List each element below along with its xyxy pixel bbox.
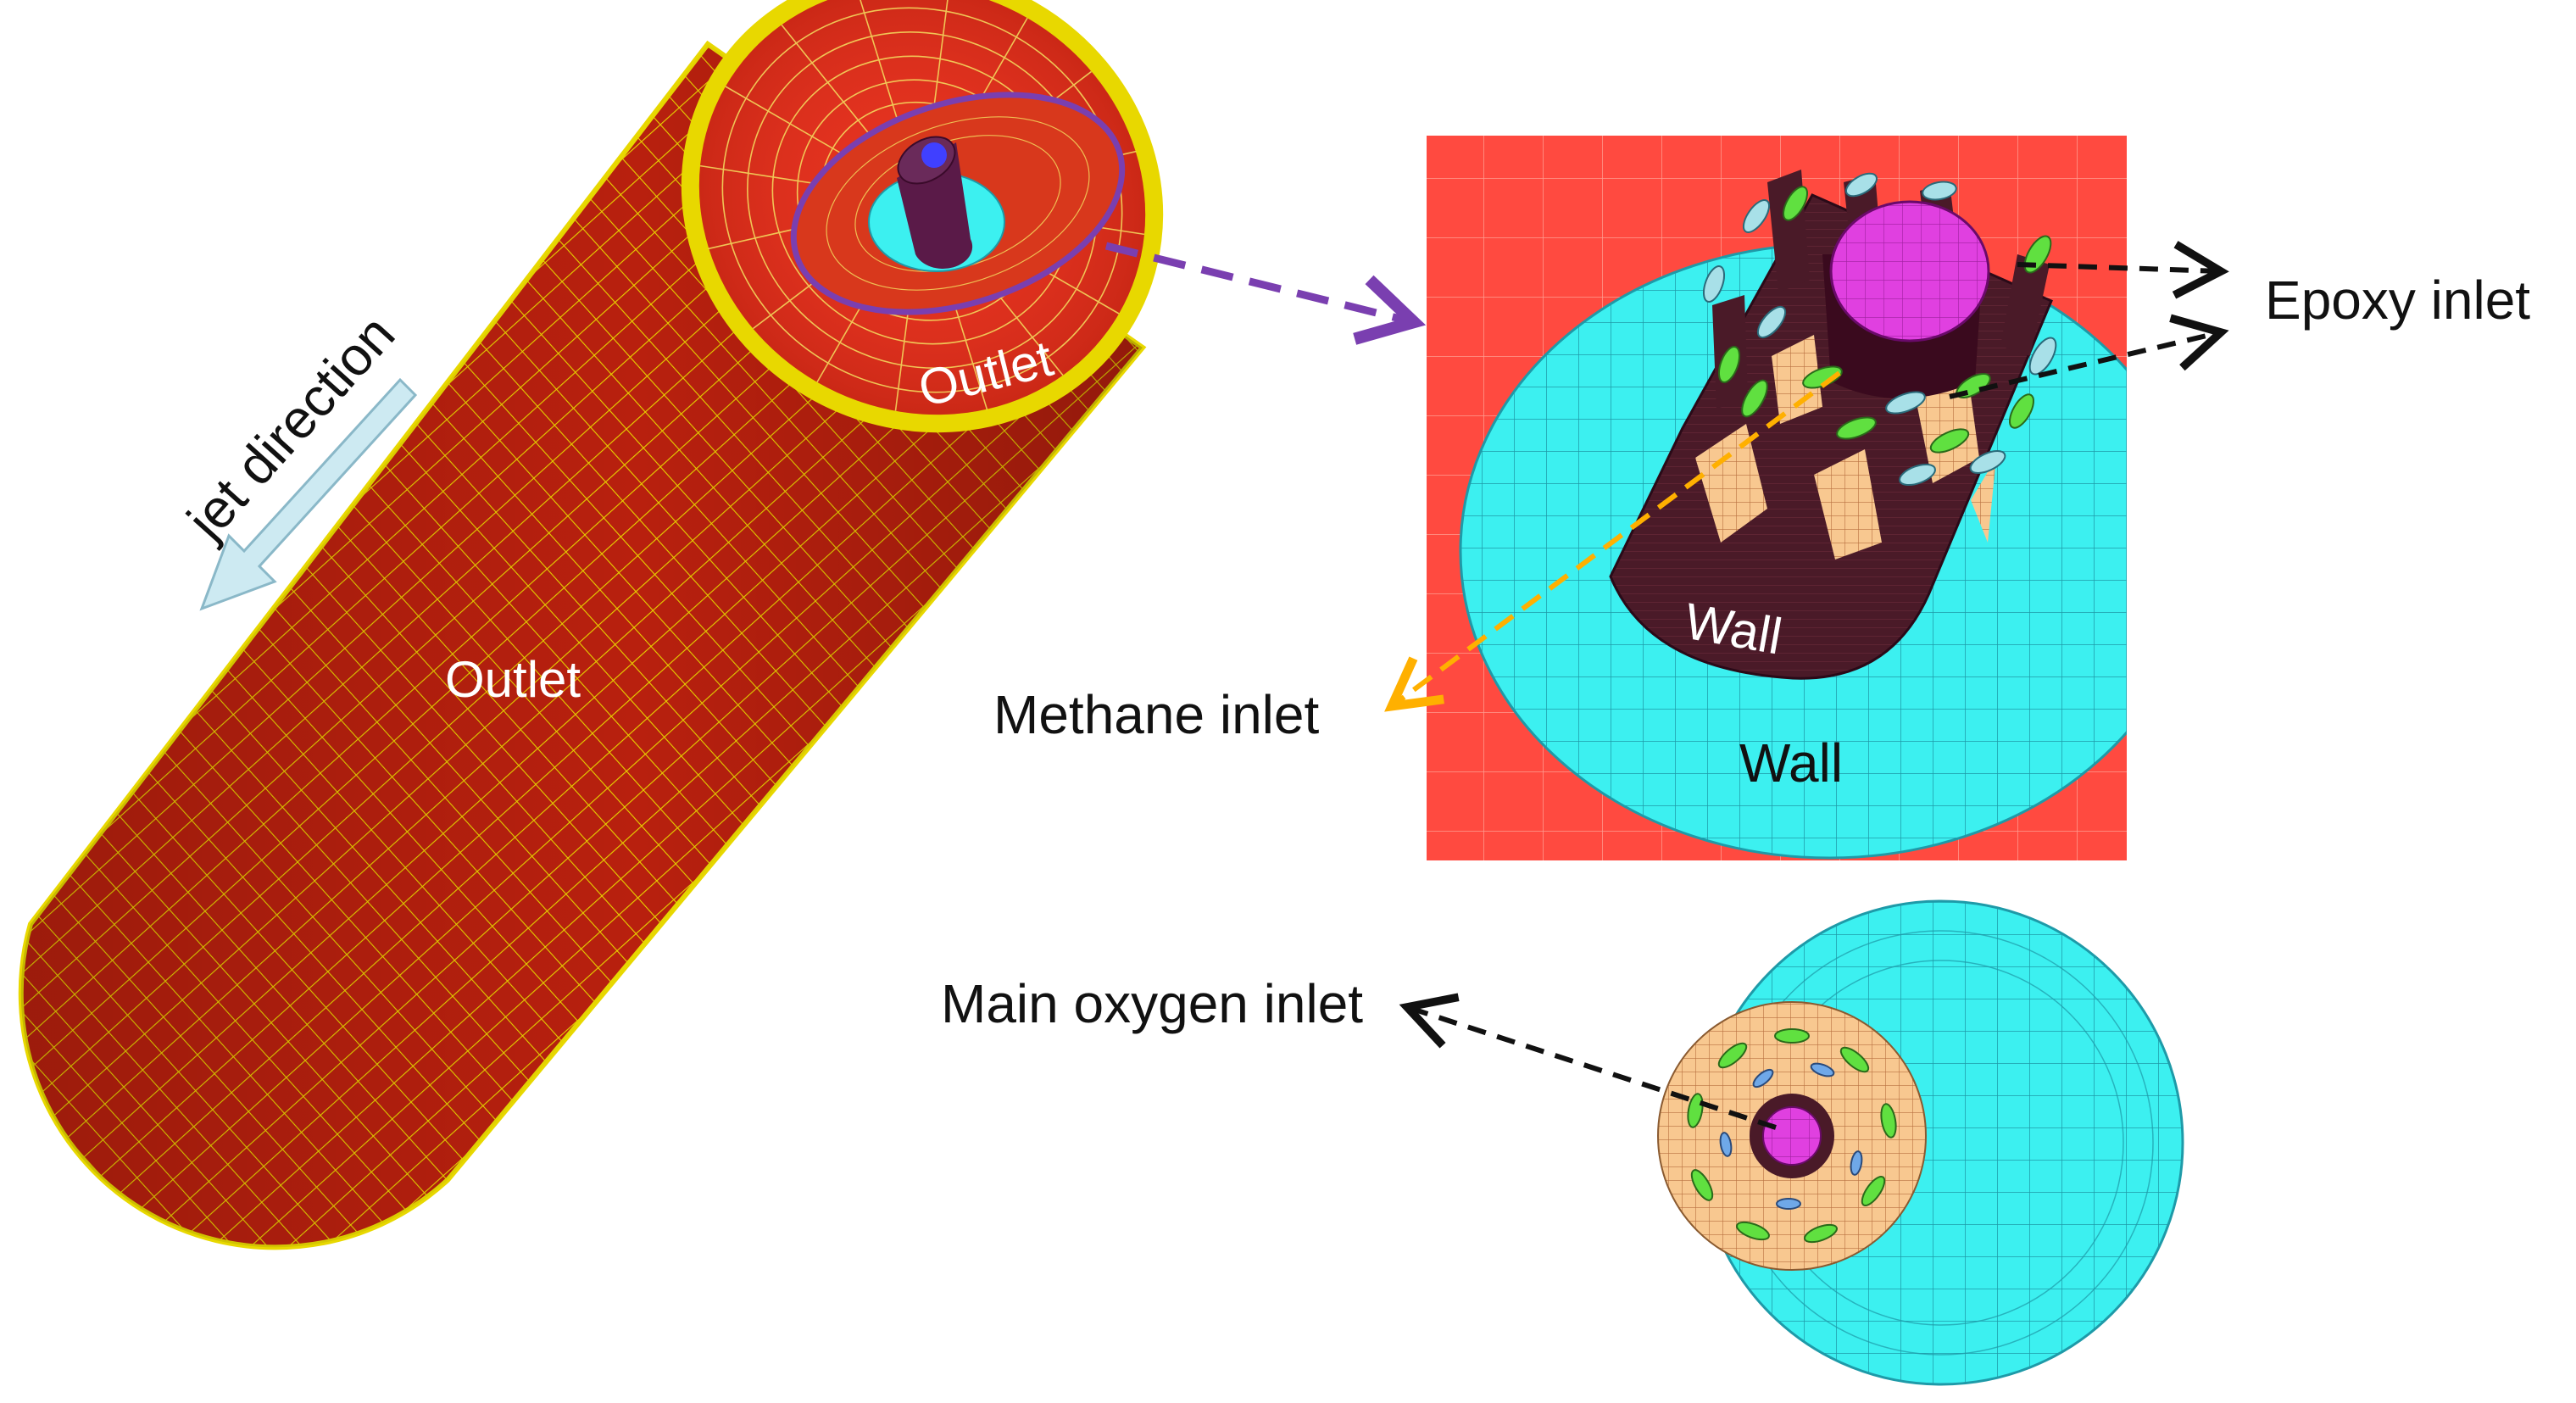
nozzle-zoom-inset: Wall Wall [1427, 136, 2127, 860]
jet-direction-arrow [199, 377, 418, 611]
inset-oxygen-core [1829, 200, 1990, 342]
zoom-arrow [1104, 242, 1427, 345]
epoxy-inlet-label: Epoxy inlet [2265, 270, 2530, 331]
methane-inlet-label: Methane inlet [993, 684, 1319, 745]
methane-arrow [1384, 370, 1841, 712]
main-oxygen-arrow [1399, 993, 1777, 1130]
epoxy-arrow-upper [2017, 241, 2229, 299]
cross-section-view [1657, 899, 2184, 1386]
section-injection-holes [1687, 1028, 1897, 1244]
section-oxygen-core [1762, 1106, 1822, 1166]
small-oxygen-core [921, 142, 947, 168]
epoxy-arrow-lower [1949, 314, 2229, 399]
main-oxygen-inlet-label: Main oxygen inlet [941, 973, 1363, 1034]
inset-injection-holes [1702, 172, 2057, 487]
cylinder-domain [18, 0, 1164, 1250]
annulus-wall-label: Wall [1739, 732, 1843, 793]
outlet-side-label: Outlet [445, 651, 581, 708]
